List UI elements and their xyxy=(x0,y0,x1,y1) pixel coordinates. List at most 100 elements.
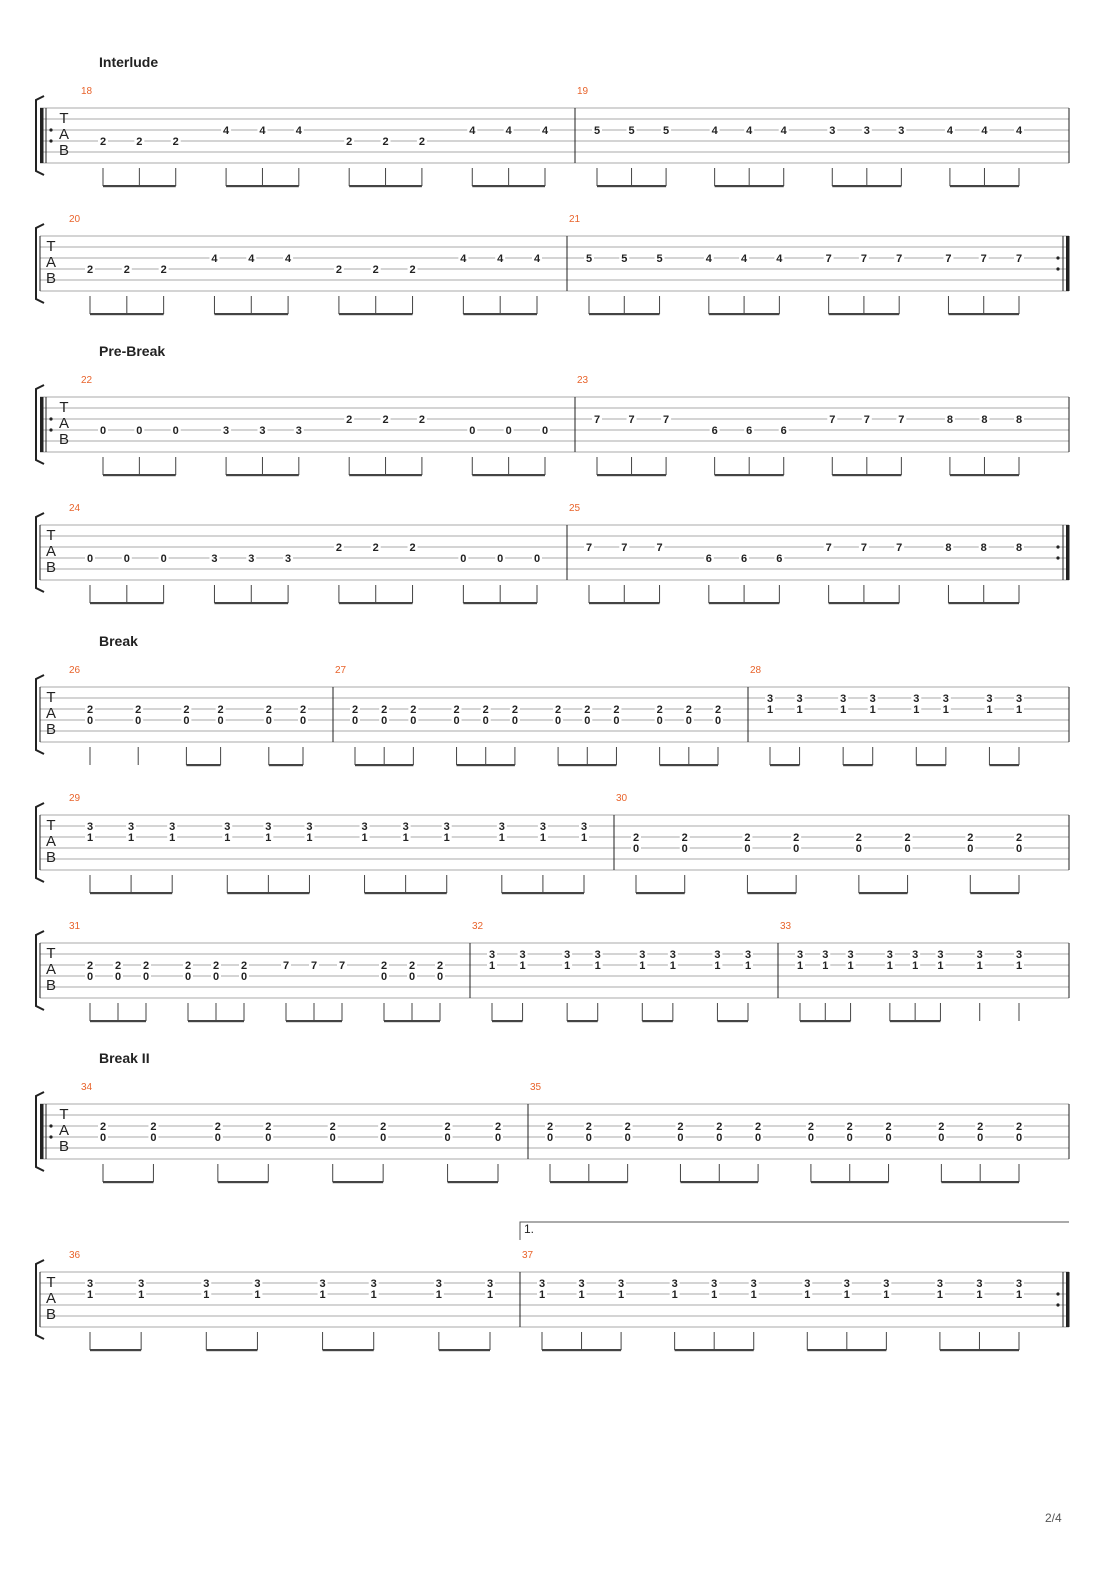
fret-background xyxy=(940,704,951,715)
fret-background xyxy=(1014,414,1024,425)
beam xyxy=(941,1181,1019,1184)
fret-background xyxy=(853,843,864,854)
fret-number: 1 xyxy=(912,960,918,972)
fret-number: 3 xyxy=(714,949,720,961)
fret-number: 1 xyxy=(540,832,546,844)
fret-number: 1 xyxy=(224,832,230,844)
fret-number: 3 xyxy=(259,425,265,437)
fret-number: 2 xyxy=(613,704,619,716)
fret-number: 4 xyxy=(497,253,504,265)
fret-background xyxy=(378,1121,389,1132)
fret-background xyxy=(553,715,564,726)
fret-number: 3 xyxy=(797,949,803,961)
fret-number: 2 xyxy=(633,832,639,844)
beam xyxy=(800,1020,851,1023)
fret-background xyxy=(622,1132,633,1143)
fret-number: 7 xyxy=(1016,253,1022,265)
fret-background xyxy=(669,1289,680,1300)
fret-background xyxy=(400,832,411,843)
fret-background xyxy=(503,125,514,136)
system-bracket xyxy=(35,384,45,465)
fret-number: 3 xyxy=(540,821,546,833)
fret-number: 0 xyxy=(143,971,149,983)
fret-number: 2 xyxy=(87,960,93,972)
fret-number: 1 xyxy=(937,960,943,972)
fret-number: 3 xyxy=(595,949,601,961)
fret-background xyxy=(379,971,389,982)
fret-background xyxy=(935,960,946,971)
beam xyxy=(332,1181,384,1184)
fret-number: 4 xyxy=(259,125,266,137)
fret-background xyxy=(778,425,789,436)
fret-number: 5 xyxy=(621,253,627,265)
fret-background xyxy=(370,542,381,553)
fret-number: 1 xyxy=(87,1289,93,1301)
fret-background xyxy=(487,960,497,971)
fret-background xyxy=(407,960,417,971)
fret-background xyxy=(965,843,976,854)
bar-number: 23 xyxy=(577,375,589,386)
tab-letter: A xyxy=(46,1290,56,1307)
fret-background xyxy=(113,971,123,982)
fret-background xyxy=(495,553,506,564)
fret-number: 0 xyxy=(173,425,179,437)
fret-number: 0 xyxy=(213,971,219,983)
fret-background xyxy=(517,960,528,971)
fret-number: 1 xyxy=(870,704,876,716)
fret-background xyxy=(753,1132,764,1143)
fret-number: 2 xyxy=(380,1121,386,1133)
fret-background xyxy=(774,553,785,564)
tab-letter: T xyxy=(46,689,55,706)
tab-letter: A xyxy=(46,543,56,560)
fret-background xyxy=(458,553,469,564)
fret-number: 2 xyxy=(346,414,352,426)
fret-number: 2 xyxy=(346,136,352,148)
fret-number: 0 xyxy=(808,1132,814,1144)
system-bracket xyxy=(35,1091,45,1172)
fret-background xyxy=(823,542,834,553)
fret-background xyxy=(370,264,381,275)
fret-number: 5 xyxy=(663,125,669,137)
fret-number: 0 xyxy=(380,1132,386,1144)
fret-number: 2 xyxy=(373,264,379,276)
fret-background xyxy=(134,136,145,147)
fret-number: 0 xyxy=(266,715,272,727)
fret-number: 0 xyxy=(300,715,306,727)
fret-background xyxy=(881,1278,892,1289)
fret-number: 2 xyxy=(808,1121,814,1133)
fret-number: 2 xyxy=(381,960,387,972)
fret-background xyxy=(805,1121,816,1132)
bar-number: 33 xyxy=(780,921,792,932)
fret-number: 0 xyxy=(183,715,189,727)
fret-number: 0 xyxy=(218,715,224,727)
fret-background xyxy=(619,253,630,264)
fret-number: 3 xyxy=(912,949,918,961)
fret-background xyxy=(509,715,520,726)
fret-number: 0 xyxy=(495,1132,501,1144)
fret-number: 7 xyxy=(981,253,987,265)
fret-background xyxy=(667,960,678,971)
fret-number: 5 xyxy=(656,253,662,265)
fret-number: 2 xyxy=(265,1121,271,1133)
fret-number: 3 xyxy=(487,1278,493,1290)
fret-number: 0 xyxy=(100,425,106,437)
fret-number: 1 xyxy=(203,1289,209,1301)
fret-background xyxy=(201,1278,212,1289)
fret-background xyxy=(493,1121,503,1132)
bar-number: 36 xyxy=(69,1250,81,1261)
fret-background xyxy=(576,1289,587,1300)
fret-number: 0 xyxy=(150,1132,156,1144)
fret-background xyxy=(85,821,95,832)
fret-number: 4 xyxy=(741,253,748,265)
fret-number: 2 xyxy=(856,832,862,844)
fret-number: 3 xyxy=(296,425,302,437)
fret-background xyxy=(141,971,151,982)
fret-background xyxy=(337,960,347,971)
fret-background xyxy=(661,414,672,425)
fret-background xyxy=(537,1278,547,1289)
beam xyxy=(456,764,515,767)
fret-number: 2 xyxy=(135,704,141,716)
fret-number: 3 xyxy=(898,125,904,137)
fret-number: 1 xyxy=(578,1289,584,1301)
fret-number: 8 xyxy=(945,542,951,554)
